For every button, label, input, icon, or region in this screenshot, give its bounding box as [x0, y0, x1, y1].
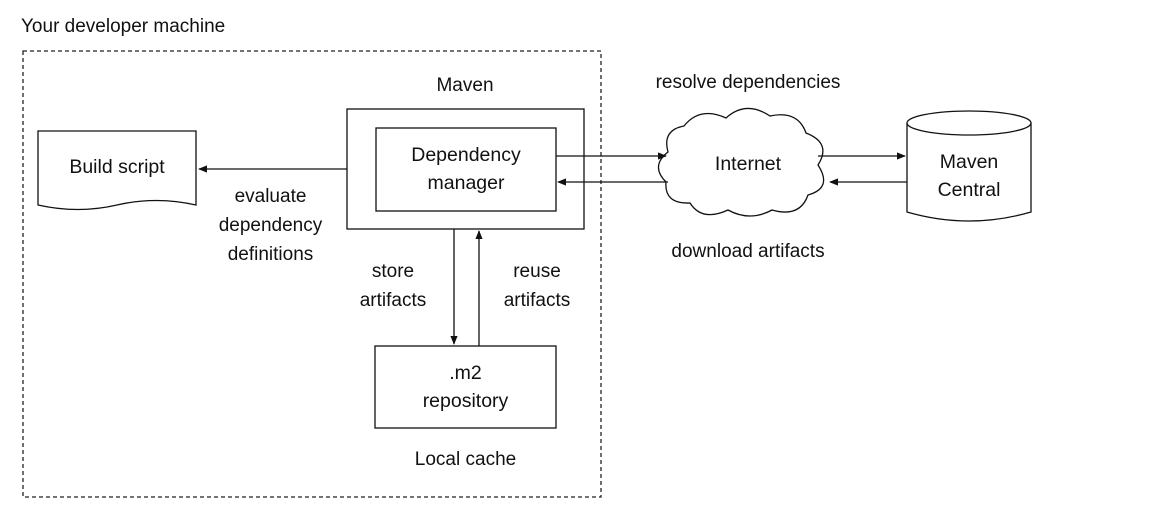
reuse-line-2: artifacts: [503, 290, 571, 311]
maven-central-cylinder: [906, 110, 1032, 222]
evaluate-label: evaluate dependency definitions: [198, 182, 343, 269]
evaluate-line-2: dependency: [218, 215, 323, 236]
reuse-line-1: reuse: [513, 261, 561, 282]
developer-machine-boundary: [22, 50, 602, 498]
build-script-document: [37, 130, 197, 211]
internet-label: Internet: [714, 153, 782, 175]
reuse-artifacts-label: reuse artifacts: [487, 257, 587, 315]
store-line-2: artifacts: [359, 290, 427, 311]
internet-cloud: [657, 107, 825, 217]
dependency-manager-line-2: manager: [427, 172, 505, 194]
maven-central-line-1: Maven: [939, 151, 999, 173]
dependency-manager-label: Dependency manager: [376, 141, 556, 197]
download-artifacts-label: download artifacts: [671, 241, 825, 262]
maven-central-line-2: Central: [937, 179, 1001, 201]
evaluate-line-3: definitions: [227, 244, 314, 265]
resolve-dependencies-label: resolve dependencies: [655, 72, 841, 93]
store-artifacts-label: store artifacts: [343, 257, 443, 315]
evaluate-line-1: evaluate: [234, 186, 307, 207]
local-cache-label: Local cache: [414, 449, 517, 470]
dependency-manager-line-1: Dependency: [411, 144, 521, 166]
maven-label: Maven: [436, 75, 494, 96]
m2-repository-label: .m2 repository: [375, 359, 556, 415]
m2-repository-box: [374, 345, 557, 429]
m2-line-1: .m2: [449, 362, 482, 384]
store-line-1: store: [371, 261, 415, 282]
dependency-manager-box: [375, 127, 557, 212]
maven-central-label: Maven Central: [907, 148, 1031, 204]
m2-line-2: repository: [422, 390, 509, 412]
developer-machine-label: Your developer machine: [21, 16, 226, 37]
build-script-label: Build script: [69, 156, 165, 178]
